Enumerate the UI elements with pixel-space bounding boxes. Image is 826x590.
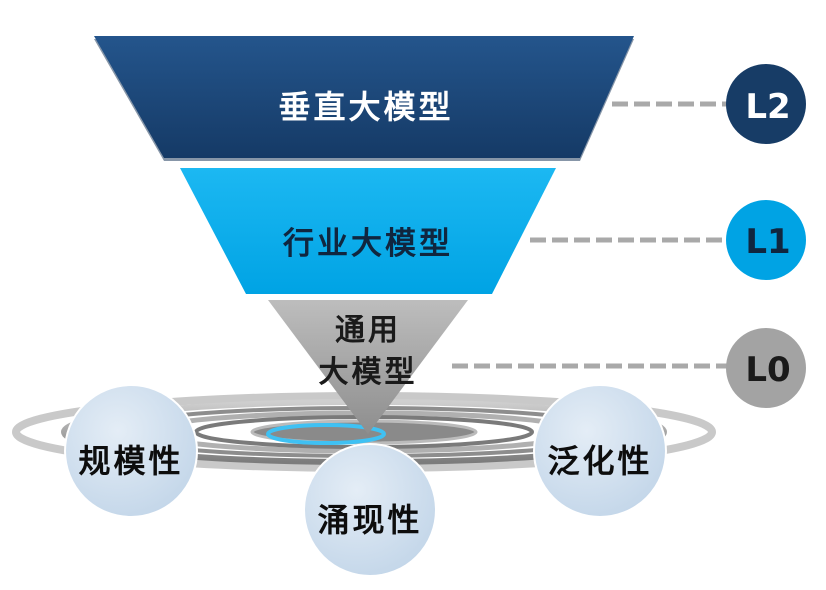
layer-industry-label: 行业大模型: [282, 226, 453, 262]
badge-l1-text: L1: [745, 222, 790, 262]
bubble-generalization-label: 泛化性: [547, 442, 652, 480]
layer-industry: 行业大模型: [180, 168, 556, 294]
bubble-emergence-label: 涌现性: [317, 501, 422, 539]
badge-l1: L1: [726, 200, 806, 280]
layer-general-label-line1: 通用: [335, 313, 401, 348]
layer-general: 通用 大模型: [268, 300, 468, 434]
badge-l0: L0: [726, 328, 806, 408]
bubble-emergence: 涌现性: [303, 443, 437, 577]
badge-l2-text: L2: [745, 87, 790, 127]
layer-vertical-label: 垂直大模型: [278, 88, 453, 126]
badge-l0-text: L0: [745, 350, 790, 390]
bubble-generalization: 泛化性: [533, 384, 667, 518]
badge-l2: L2: [726, 64, 806, 144]
layer-general-label-line2: 大模型: [319, 355, 418, 390]
bubble-scale-label: 规模性: [78, 442, 183, 480]
bubble-scale: 规模性: [64, 384, 198, 518]
layer-vertical: 垂直大模型: [94, 36, 634, 161]
